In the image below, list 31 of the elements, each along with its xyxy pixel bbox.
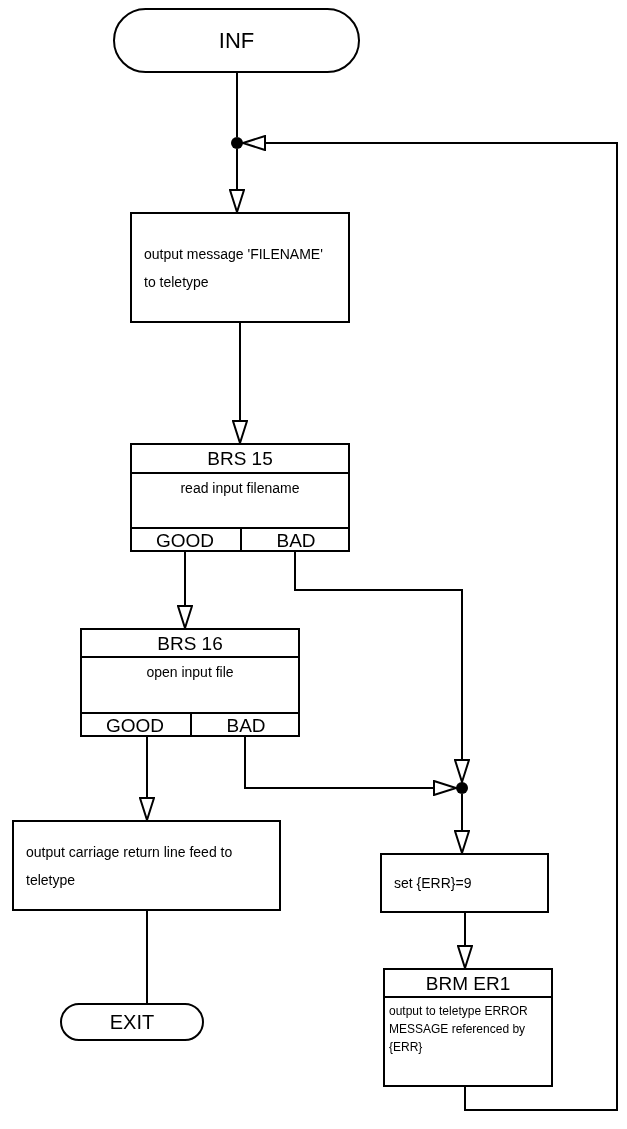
routine-code: BRM ER1 xyxy=(425,973,511,993)
process-box xyxy=(380,853,549,913)
routine-code: BRS 16 xyxy=(157,633,223,653)
routine-description: output to teletype ERROR MESSAGE referenced by {ERR} xyxy=(389,1003,529,1056)
subroutine-box xyxy=(80,628,300,737)
process-box xyxy=(12,820,281,911)
flow-arrow xyxy=(457,912,473,969)
flow-arrow xyxy=(294,551,470,783)
process-box xyxy=(130,212,350,323)
outcome-cell: BAD xyxy=(240,527,350,552)
process-text: output message 'FILENAME' to teletype xyxy=(144,244,324,292)
routine-description: read input filename xyxy=(180,479,300,498)
process-text: output carriage return line feed to teletype xyxy=(26,842,234,890)
outcome-cell: BAD xyxy=(190,712,300,737)
terminal-label: EXIT xyxy=(109,1010,155,1035)
flow-arrow xyxy=(242,135,618,1111)
terminal-label: INF xyxy=(218,27,255,55)
end-terminal xyxy=(60,1003,204,1041)
subroutine-box xyxy=(130,443,350,552)
process-text: set {ERR}=9 xyxy=(394,874,472,893)
routine-code: BRS 15 xyxy=(207,449,273,468)
outcome-cell: GOOD xyxy=(130,527,240,552)
flow-arrow xyxy=(232,322,248,444)
flow-arrow xyxy=(244,736,457,796)
flow-arrow xyxy=(229,148,245,213)
flow-arrow xyxy=(454,793,470,854)
routine-description: open input file xyxy=(146,663,234,682)
subroutine-box xyxy=(383,968,553,1087)
flow-arrow xyxy=(177,551,193,629)
outcome-cell: GOOD xyxy=(80,712,190,737)
flow-arrow xyxy=(139,736,155,821)
